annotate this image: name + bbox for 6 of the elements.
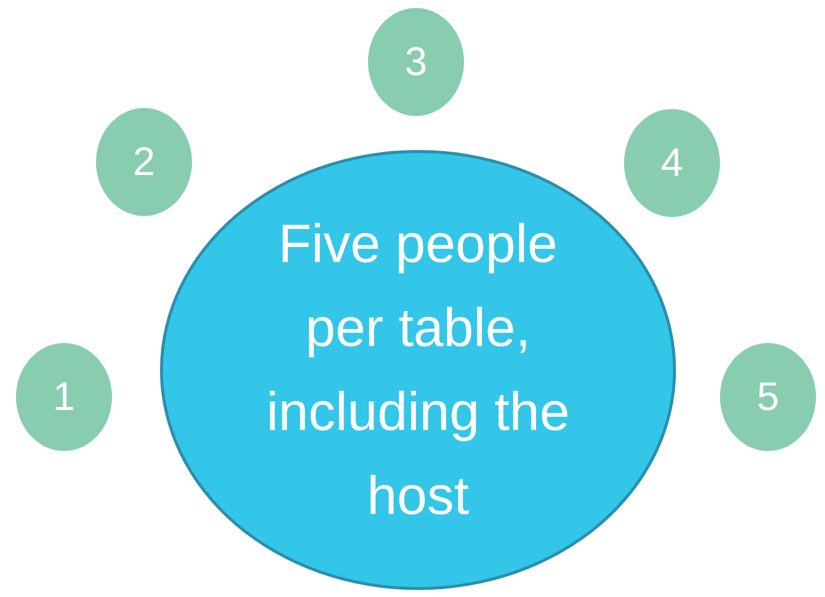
seat-number: 4 xyxy=(660,140,684,186)
seat-number: 5 xyxy=(756,374,780,420)
seat-number: 1 xyxy=(52,374,76,420)
seat-number: 2 xyxy=(132,140,156,184)
seat-number: 3 xyxy=(404,40,428,84)
table-caption: Five people per table, including the host xyxy=(265,213,571,528)
